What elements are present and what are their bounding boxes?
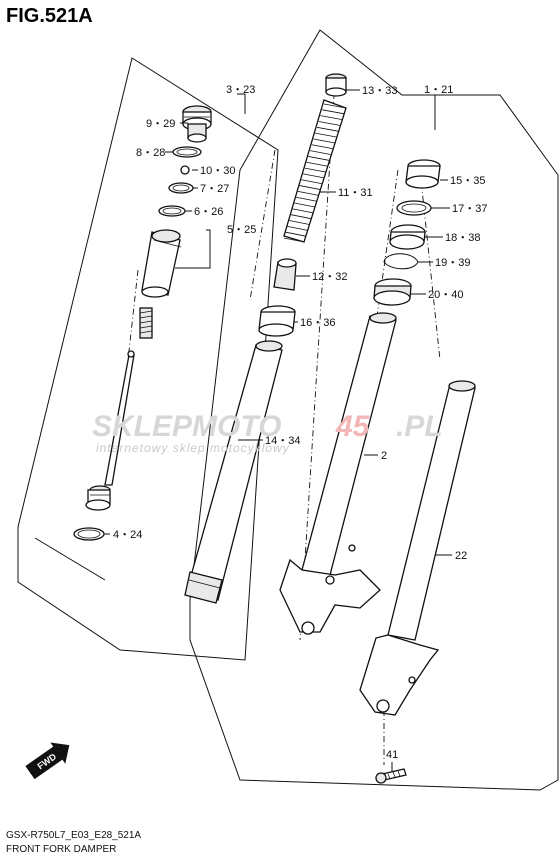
small-spring-part xyxy=(139,307,153,339)
watermark: SKLEPMOTO 45 .PL internetowy sklep motoc… xyxy=(92,410,443,455)
o-ring-inner xyxy=(176,148,198,156)
figure-title: FIG.521A xyxy=(6,5,93,27)
ring-part-17-inner xyxy=(401,203,427,213)
spring-coil xyxy=(285,231,306,237)
centerline-1 xyxy=(249,149,276,301)
callout-4-24: 4・24 xyxy=(113,529,142,541)
callout-15-35: 15・35 xyxy=(450,175,485,187)
spring-coil xyxy=(323,103,347,109)
spring-coil xyxy=(322,109,345,115)
spring-coil xyxy=(315,132,337,138)
callout-6-26: 6・26 xyxy=(194,206,223,218)
spring-coil xyxy=(304,167,326,173)
spring-coil xyxy=(318,121,341,126)
spring-coil xyxy=(311,144,334,150)
oil-seal-part-18 xyxy=(389,224,426,250)
callout-2: 2 xyxy=(381,450,387,462)
spring-coil xyxy=(313,138,336,144)
callout-22: 22 xyxy=(455,550,467,562)
callout-13-33: 13・33 xyxy=(362,85,397,97)
watermark-brand-part1: SKLEPMOTO xyxy=(92,410,281,443)
watermark-brand-part3: .PL xyxy=(396,410,443,443)
right-fork-frame xyxy=(189,29,559,791)
spring-coil xyxy=(306,161,328,167)
spring-coil xyxy=(301,179,323,185)
callout-labels: 3・23 9・29 8・28 10・30 7・27 6・26 5・25 4・24… xyxy=(113,84,487,761)
inner-tube-part xyxy=(184,340,283,604)
spring-coil xyxy=(310,150,332,156)
left-frame-tick xyxy=(34,537,106,581)
callout-11-31: 11・31 xyxy=(338,187,373,199)
diagram-caption: FRONT FORK DAMPER xyxy=(6,844,116,855)
left-damper-frame xyxy=(17,57,279,661)
callout-8-28: 8・28 xyxy=(136,147,165,159)
callout-16-36: 16・36 xyxy=(300,317,335,329)
spring-coil xyxy=(294,202,316,208)
callout-14-34: 14・34 xyxy=(265,435,300,447)
callout-7-27: 7・27 xyxy=(200,183,229,195)
spring-coil xyxy=(287,225,308,231)
centerline-2 xyxy=(299,79,336,641)
callout-18-38: 18・38 xyxy=(445,232,480,244)
damper-cylinder-part xyxy=(141,229,182,298)
callout-9-29: 9・29 xyxy=(146,118,175,130)
spring-coil xyxy=(290,214,312,220)
callout-10-30: 10・30 xyxy=(200,165,235,177)
callout-19-39: 19・39 xyxy=(435,257,470,269)
spring-coil xyxy=(289,220,310,225)
bolt-part-41 xyxy=(375,768,407,784)
dust-seal-part-20 xyxy=(373,278,412,306)
callout-41: 41 xyxy=(386,749,398,761)
spring-coil xyxy=(296,196,317,202)
adjuster-part xyxy=(325,73,347,97)
watermark-brand-part2: 45 xyxy=(335,410,371,443)
callout-1-21: 1・21 xyxy=(424,84,453,96)
outer-tube-part-22 xyxy=(359,380,476,716)
leader-lines xyxy=(104,89,452,772)
circlip-part-19 xyxy=(383,253,419,270)
spring-coil xyxy=(316,126,339,132)
cap-bolt-part xyxy=(182,105,212,143)
spring-coil xyxy=(320,115,343,121)
callout-5-25: 5・25 xyxy=(227,224,256,236)
spring-coil xyxy=(299,185,321,190)
lower-ring-inner xyxy=(77,529,101,539)
spacer-collar-part xyxy=(273,258,297,291)
retaining-ring-inner xyxy=(172,184,190,192)
small-nut-part xyxy=(180,165,190,175)
model-code: GSX-R750L7_E03_E28_521A xyxy=(6,830,141,841)
spring-coil xyxy=(303,173,325,179)
outer-tube-part xyxy=(279,312,397,635)
watermark-tagline: internetowy sklep motocyklowy xyxy=(96,441,290,455)
spring-coil xyxy=(283,237,305,243)
washer-ring-inner xyxy=(162,207,182,215)
fwd-arrow-icon: FWD xyxy=(25,742,70,780)
spring-coil xyxy=(308,156,330,161)
seal-part-15 xyxy=(405,159,441,189)
centerline-3 xyxy=(374,169,399,331)
fork-spring-part xyxy=(283,99,347,243)
centerline-5 xyxy=(127,269,139,361)
callout-17-37: 17・37 xyxy=(452,203,487,215)
damper-rod-part xyxy=(85,350,135,511)
callout-12-32: 12・32 xyxy=(312,271,347,283)
guide-bushing-part xyxy=(258,305,296,337)
spring-coil xyxy=(292,208,314,214)
spring-coil xyxy=(297,190,319,196)
callout-20-40: 20・40 xyxy=(428,289,463,301)
callout-3-23: 3・23 xyxy=(226,84,255,96)
